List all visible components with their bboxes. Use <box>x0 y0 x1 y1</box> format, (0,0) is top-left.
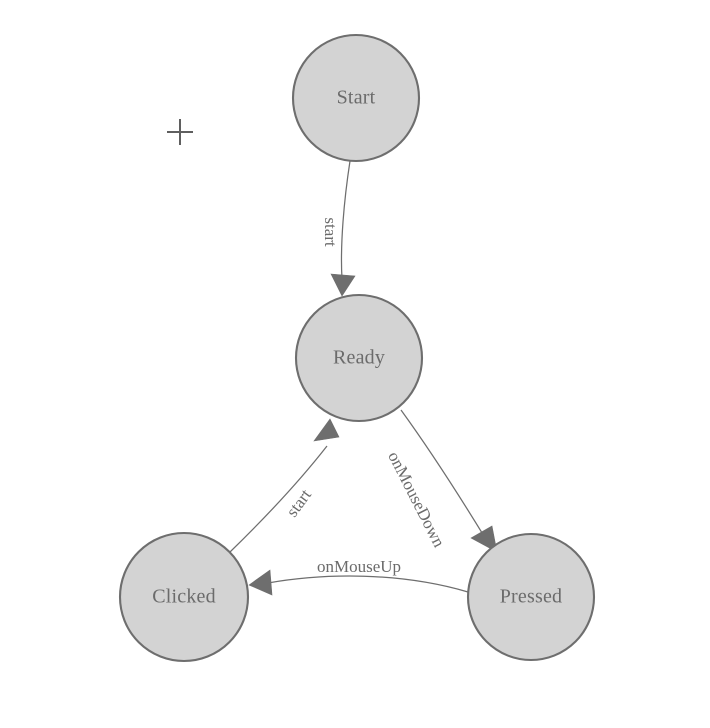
edge-pressed-to-clicked[interactable]: onMouseUp <box>248 557 469 596</box>
arrowhead-into-pressed <box>470 525 498 553</box>
edge-start-to-ready[interactable]: start <box>321 160 356 297</box>
edge-ready-to-pressed[interactable]: onMouseDown <box>384 409 498 553</box>
node-start[interactable]: Start <box>291 33 421 163</box>
node-pressed[interactable]: Pressed <box>466 532 596 662</box>
edge-label-start-to-ready: start <box>321 217 340 247</box>
arrowhead-into-clicked <box>248 569 273 596</box>
node-ready[interactable]: Ready <box>294 293 424 423</box>
node-pressed-label: Pressed <box>500 586 563 608</box>
edge-label-ready-to-pressed: onMouseDown <box>384 448 449 550</box>
edge-label-clicked-to-ready: start <box>282 485 315 520</box>
node-start-label: Start <box>337 87 376 109</box>
node-pressed-circle <box>466 532 596 662</box>
edge-clicked-to-ready[interactable]: start <box>229 418 340 553</box>
arrowhead-into-ready-bottom <box>313 418 340 442</box>
edge-path-clicked-to-ready <box>229 445 328 553</box>
node-clicked-circle <box>118 531 250 663</box>
edge-path-start-to-ready <box>340 160 351 280</box>
node-ready-label: Ready <box>333 347 385 369</box>
edge-path-ready-to-pressed <box>400 409 488 542</box>
arrowhead-into-ready-top <box>330 273 356 297</box>
edge-label-pressed-to-clicked: onMouseUp <box>317 557 401 576</box>
node-ready-circle <box>294 293 424 423</box>
plus-marker <box>167 119 193 145</box>
node-start-circle <box>291 33 421 163</box>
node-clicked-label: Clicked <box>152 586 216 608</box>
edge-path-pressed-to-clicked <box>267 575 469 593</box>
node-clicked[interactable]: Clicked <box>118 531 250 663</box>
